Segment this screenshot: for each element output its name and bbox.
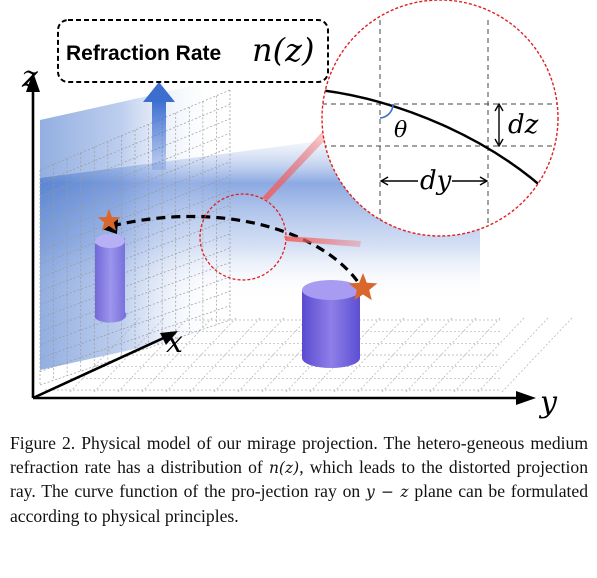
mirage-model-diagram: z x y [21,0,573,420]
axis-y-label: y [538,385,558,420]
caption-text-3: plane can be formulated according to phy… [10,481,588,526]
axis-z-label: z [21,60,38,95]
back-wall-grid [39,89,231,386]
dy-label: dy [420,166,452,196]
ray-curve-segment [322,88,553,197]
axes [26,72,536,405]
refraction-rate-label: Refraction Rate [66,42,221,65]
caption-prefix: Figure 2. [10,433,76,453]
upward-arrow-icon [143,82,175,170]
caption-text-1: Physical model of our mirage projection.… [10,433,589,477]
object-star-icon [348,273,378,301]
figure-caption: Figure 2. Physical model of our mirage p… [10,432,588,528]
mirage-star-icon [97,209,121,231]
theta-angle-arc [379,103,394,119]
z-axis-arrowhead [26,72,40,92]
caption-math-1: n(z) [268,458,300,477]
zoom-detail-circle [321,0,559,237]
caption-math-2: y − z [365,483,409,501]
axis-x-label: x [166,325,183,360]
x-axis-arrowhead [160,331,178,345]
y-axis-arrowhead [516,391,536,405]
projection-ray [111,214,360,283]
caption-text-2: , which leads to the distorted projectio… [10,456,588,502]
zoom-connector-lines [262,132,361,247]
refraction-rate-box: Refraction Rate n(z) [57,19,329,83]
theta-label: θ [394,118,407,143]
refraction-rate-math: n(z) [252,31,314,69]
real-cylinder [302,280,360,368]
mirage-cylinder [95,234,127,323]
x-axis [32,333,171,400]
dz-label: dz [508,110,539,140]
